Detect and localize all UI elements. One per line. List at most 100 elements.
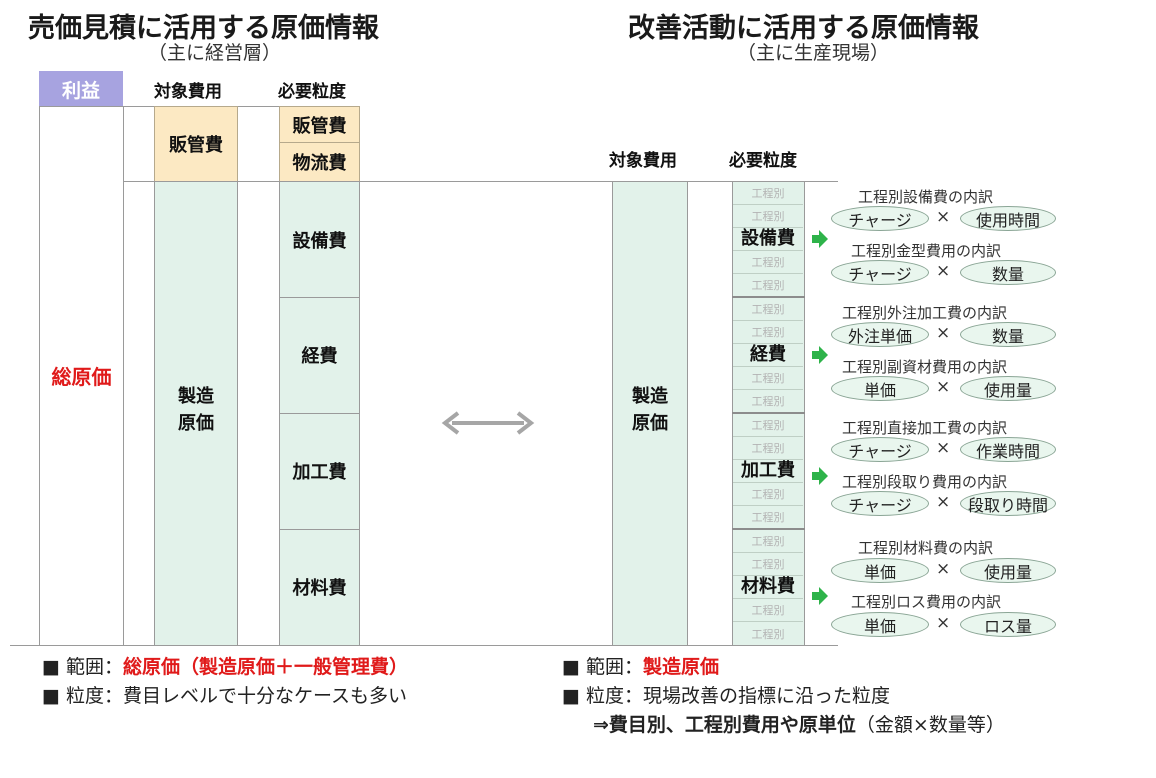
group-name-equipment: 設備費 bbox=[733, 228, 803, 250]
left-item-processing-label: 加工費 bbox=[292, 462, 347, 483]
times-sign: × bbox=[936, 492, 951, 512]
detail-left-pill: 外注単価 bbox=[831, 322, 929, 347]
group-name-expenses: 経費 bbox=[733, 344, 803, 366]
process-row bbox=[733, 576, 803, 599]
detail-right-pill: 使用量 bbox=[960, 558, 1056, 583]
detail-caption: 工程別金型費用の内訳 bbox=[851, 242, 1002, 260]
right-title: 改善活動に活用する原価情報 bbox=[628, 13, 979, 44]
right-scope-label: ■ 範囲： bbox=[562, 656, 643, 678]
left-scope-note: ■ 範囲：総原価（製造原価＋一般管理費） bbox=[42, 652, 408, 679]
times-sign: × bbox=[936, 438, 951, 458]
green-arrow-icon bbox=[819, 230, 828, 248]
group-separator bbox=[732, 296, 805, 298]
detail-right-pill: 使用量 bbox=[960, 376, 1056, 401]
process-row: 工程別 bbox=[733, 321, 803, 344]
logistics-label: 物流費 bbox=[292, 153, 347, 174]
left-granularity-label: ■ 粒度： bbox=[42, 685, 123, 707]
left-scope-label: ■ 範囲： bbox=[42, 656, 123, 678]
process-row: 工程別 bbox=[733, 274, 803, 297]
process-row bbox=[733, 228, 803, 251]
sga-block: 販管費 bbox=[154, 106, 238, 182]
left-item-equipment-label: 設備費 bbox=[292, 231, 347, 252]
right-granularity-value: 現場改善の指標に沿った粒度 bbox=[643, 685, 891, 707]
double-arrow-icon bbox=[441, 411, 535, 435]
left-item-equipment bbox=[279, 181, 360, 298]
left-mfg-cost-label: 製造 原価 bbox=[178, 386, 214, 434]
detail-right-pill: ロス量 bbox=[960, 612, 1056, 637]
left-item-material bbox=[279, 529, 360, 646]
left-item-expenses-label: 経費 bbox=[301, 346, 338, 367]
process-row: 工程別 bbox=[733, 182, 803, 205]
process-row: 工程別 bbox=[733, 437, 803, 460]
green-arrow-icon bbox=[819, 467, 828, 485]
right-granularity-detail-bold: ⇒費目別、工程別費用や原単位 bbox=[593, 714, 856, 736]
group-name-processing: 加工費 bbox=[733, 460, 803, 482]
times-sign: × bbox=[936, 207, 951, 227]
left-table-left-line bbox=[123, 106, 124, 646]
right-granularity-detail-rest: （金額×数量等） bbox=[855, 714, 1005, 736]
detail-right-pill: 使用時間 bbox=[960, 206, 1056, 231]
left-granularity-note: ■ 粒度：費目レベルで十分なケースも多い bbox=[42, 681, 407, 708]
detail-left-pill: チャージ bbox=[831, 491, 929, 516]
process-row: 工程別 bbox=[733, 414, 803, 437]
detail-left-pill: 単価 bbox=[831, 376, 929, 401]
right-granularity-detail: ⇒費目別、工程別費用や原単位（金額×数量等） bbox=[593, 710, 1005, 737]
right-scope-note: ■ 範囲：製造原価 bbox=[562, 652, 719, 679]
left-mfg-cost-block bbox=[154, 181, 238, 646]
total-cost-block bbox=[39, 106, 124, 646]
times-sign: × bbox=[936, 323, 951, 343]
times-sign: × bbox=[936, 559, 951, 579]
left-table-mid-line bbox=[123, 181, 838, 182]
right-scope-value: 製造原価 bbox=[643, 656, 720, 678]
detail-left-pill: 単価 bbox=[831, 612, 929, 637]
total-cost-label: 総原価 bbox=[51, 364, 112, 389]
profit-block: 利益 bbox=[39, 71, 123, 107]
right-granularity-note: ■ 粒度：現場改善の指標に沿った粒度 bbox=[562, 681, 890, 708]
left-item-processing bbox=[279, 413, 360, 530]
right-col-granularity-header: 必要粒度 bbox=[729, 151, 797, 171]
process-row: 工程別 bbox=[751, 627, 785, 641]
detail-caption: 工程別副資材費用の内訳 bbox=[842, 358, 1008, 376]
detail-caption: 工程別設備費の内訳 bbox=[858, 188, 994, 206]
process-row: 工程別 bbox=[733, 599, 803, 622]
base-line bbox=[10, 645, 838, 646]
green-arrow-stem bbox=[812, 592, 819, 600]
process-row: 工程別 bbox=[733, 367, 803, 390]
process-row: 工程別 bbox=[733, 205, 803, 228]
process-row: 工程別 bbox=[733, 530, 803, 553]
logistics-block: 物流費 bbox=[279, 142, 360, 182]
green-arrow-stem bbox=[812, 235, 819, 243]
detail-caption: 工程別ロス費用の内訳 bbox=[851, 593, 1002, 611]
left-table-top-line bbox=[123, 106, 360, 107]
process-row: 工程別 bbox=[733, 390, 803, 413]
left-item-expenses bbox=[279, 297, 360, 414]
left-subtitle: （主に経営層） bbox=[148, 42, 282, 64]
green-arrow-icon bbox=[819, 587, 828, 605]
detail-right-pill: 数量 bbox=[960, 260, 1056, 285]
process-row: 工程別 bbox=[733, 553, 803, 576]
process-row bbox=[733, 344, 803, 367]
left-col-target-header: 対象費用 bbox=[154, 82, 222, 102]
right-col-target-header: 対象費用 bbox=[609, 151, 677, 171]
sga-fine-block: 販管費 bbox=[279, 106, 360, 143]
sga-fine-label: 販管費 bbox=[292, 115, 347, 137]
process-row: 工程別 bbox=[733, 483, 803, 506]
left-scope-value: 総原価（製造原価＋一般管理費） bbox=[123, 656, 409, 678]
group-separator bbox=[732, 528, 805, 530]
detail-caption: 工程別材料費の内訳 bbox=[858, 539, 994, 557]
times-sign: × bbox=[936, 613, 951, 633]
detail-caption: 工程別外注加工費の内訳 bbox=[842, 304, 1008, 322]
detail-right-pill: 数量 bbox=[960, 322, 1056, 347]
times-sign: × bbox=[936, 377, 951, 397]
detail-left-pill: チャージ bbox=[831, 206, 929, 231]
right-subtitle: （主に生産現場） bbox=[737, 42, 890, 64]
green-arrow-stem bbox=[812, 351, 819, 359]
sga-label: 販管費 bbox=[169, 135, 223, 156]
left-item-material-label: 材料費 bbox=[292, 578, 347, 599]
right-mfg-cost-block bbox=[612, 181, 688, 646]
process-row: 工程別 bbox=[733, 506, 803, 529]
detail-left-pill: 単価 bbox=[831, 558, 929, 583]
detail-left-pill: チャージ bbox=[831, 260, 929, 285]
times-sign: × bbox=[936, 261, 951, 281]
green-arrow-stem bbox=[812, 472, 819, 480]
